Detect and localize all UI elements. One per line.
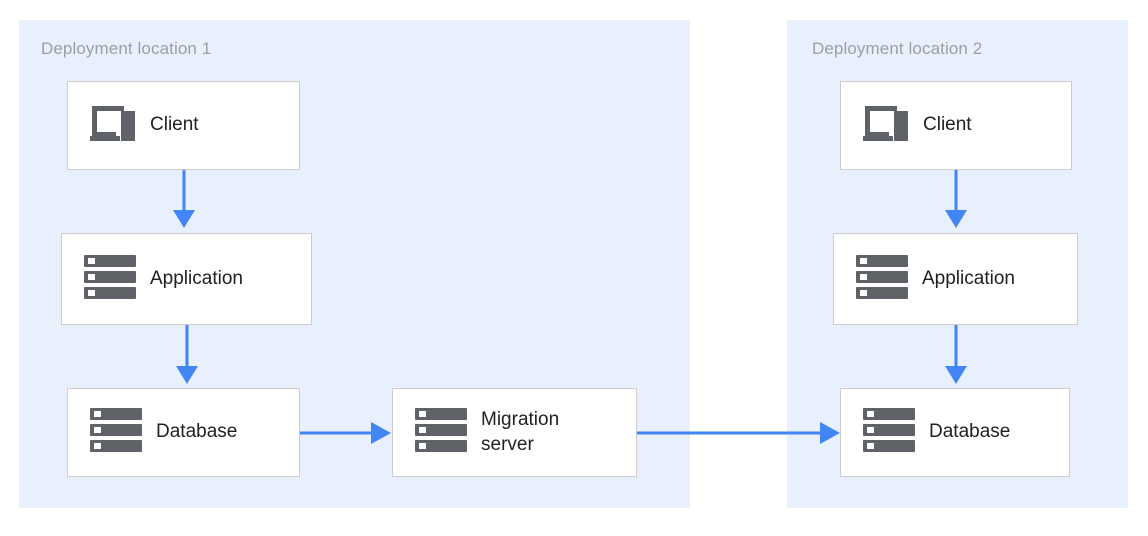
node-database-2[interactable]: Database [840, 388, 1070, 477]
server-icon [84, 254, 136, 305]
node-application-2-label: Application [922, 267, 1015, 289]
deployment-region-2-label: Deployment location 2 [812, 39, 983, 58]
node-client-1[interactable]: Client [67, 81, 300, 170]
server-icon [415, 407, 467, 458]
node-client-2-label: Client [923, 114, 972, 136]
node-client-1-label: Client [150, 114, 199, 136]
node-client-2[interactable]: Client [840, 81, 1072, 170]
node-migration-server-label: Migration server [481, 409, 560, 455]
node-database-1-label: Database [156, 421, 238, 443]
node-application-2[interactable]: Application [833, 233, 1078, 325]
server-icon [856, 254, 908, 305]
deployment-region-1-label: Deployment location 1 [41, 39, 212, 58]
devices-icon [863, 103, 909, 148]
server-icon [863, 407, 915, 458]
server-icon [90, 407, 142, 458]
devices-icon [90, 103, 136, 148]
node-database-2-label: Database [929, 421, 1011, 443]
node-migration-server[interactable]: Migration server [392, 388, 637, 477]
node-database-1[interactable]: Database [67, 388, 300, 477]
node-application-1-label: Application [150, 267, 243, 289]
node-application-1[interactable]: Application [61, 233, 312, 325]
